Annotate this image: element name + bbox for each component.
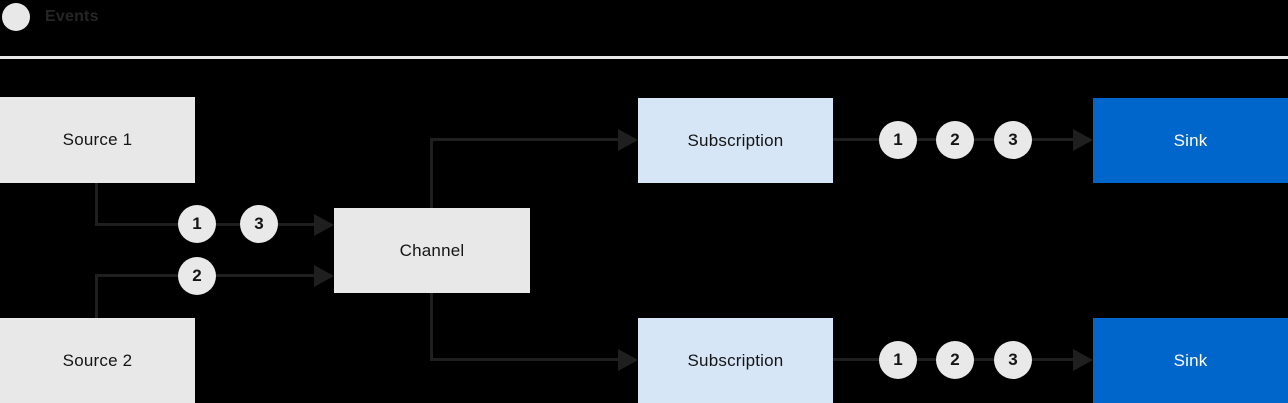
edge-source2-up [95, 276, 98, 318]
subscription-top-label: Subscription [687, 130, 784, 150]
event-circle-source2-2: 2 [178, 257, 216, 295]
legend-divider [0, 56, 1288, 59]
arrowhead-into-subscription-bottom-icon [618, 349, 638, 371]
event-circle-top-3: 3 [994, 121, 1032, 159]
subscription-bottom-node: Subscription [638, 318, 833, 403]
edge-channel-up [430, 139, 433, 209]
arrowhead-into-channel-top-icon [314, 214, 334, 236]
edge-channel-down [430, 292, 433, 360]
arrowhead-into-channel-bottom-icon [314, 265, 334, 287]
sink-bottom-label: Sink [1173, 350, 1208, 370]
arrowhead-into-sink-top-icon [1073, 129, 1093, 151]
source-1-node: Source 1 [0, 97, 195, 183]
source-2-node: Source 2 [0, 318, 195, 403]
sink-top-node: Sink [1093, 98, 1288, 183]
channel-label: Channel [399, 240, 465, 260]
source-1-label: Source 1 [62, 130, 133, 149]
source-2-label: Source 2 [62, 350, 133, 370]
event-circle-top-2: 2 [936, 121, 974, 159]
events-legend-label: Events [45, 8, 99, 25]
event-circle-top-1: 1 [879, 121, 917, 159]
edge-channel-to-subscription-bottom [430, 358, 624, 361]
arrowhead-into-sink-bottom-icon [1073, 349, 1093, 371]
event-circle-bottom-3: 3 [994, 341, 1032, 379]
event-circle-source1-3: 3 [240, 205, 278, 243]
sink-bottom-node: Sink [1093, 318, 1288, 403]
edge-source1-down [95, 183, 98, 225]
events-legend-circle-icon [2, 3, 30, 31]
event-circle-bottom-1: 1 [879, 341, 917, 379]
channel-node: Channel [334, 208, 530, 293]
event-circle-source1-1: 1 [178, 205, 216, 243]
sink-top-label: Sink [1173, 130, 1208, 150]
edge-channel-to-subscription-top [430, 138, 624, 141]
arrowhead-into-subscription-top-icon [618, 129, 638, 151]
subscription-bottom-label: Subscription [687, 350, 784, 370]
event-circle-bottom-2: 2 [936, 341, 974, 379]
subscription-top-node: Subscription [638, 98, 833, 183]
